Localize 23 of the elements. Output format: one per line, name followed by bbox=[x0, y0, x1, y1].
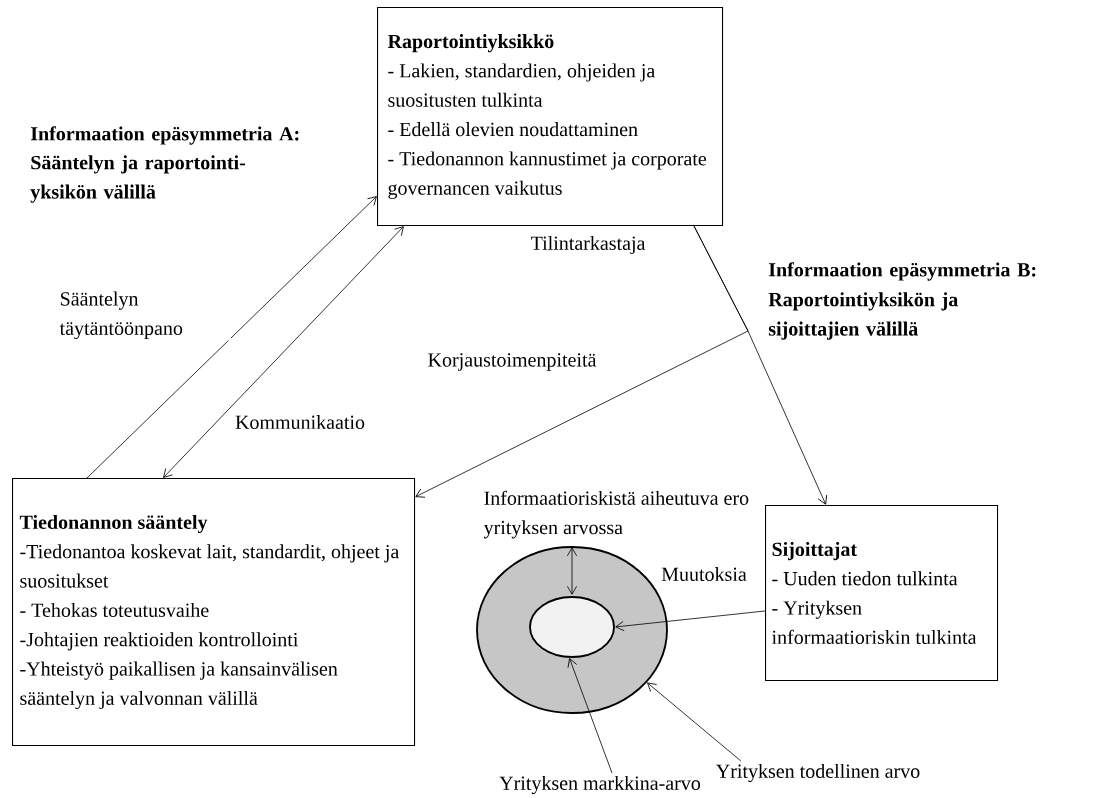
leader-line bbox=[567, 658, 613, 774]
edge-label: Informaatioriskistä aiheutuva ero yrityksen arvossa bbox=[482, 489, 761, 540]
leader-line bbox=[647, 682, 742, 762]
edge-label: Muutoksia bbox=[659, 565, 749, 583]
arrow bbox=[615, 610, 766, 632]
process-box: Tiedonannon sääntely -Tiedonantoa koskevat lait, standardit, ohjeet ja suositukset - Tehokas toteutusvaihe -Johtajien reaktioiden kontrollointi -Yhteistyö paikallisen ja kansainvälisen sääntelyn ja valvonnan välillä bbox=[12, 478, 416, 747]
edge-label: Tilintarkastaja bbox=[529, 234, 647, 256]
process-box: Raportointiyksikkö - Lakien, standardien, ohjeiden ja suositusten tulkinta - Edellä olevien noudattaminen - Tiedonannon kannustimet ja corporate governancen vaikutus bbox=[377, 7, 724, 227]
double-arrow bbox=[566, 547, 578, 595]
arrow bbox=[86, 196, 377, 479]
heading-text: Informaation epäsymmetria B: bbox=[768, 262, 1036, 281]
edge-label: Korjaustoimenpiteitä bbox=[426, 351, 598, 373]
process-box: Sijoittajat - Uuden tiedon tulkinta - Yrityksen informaatioriskin tulkinta bbox=[765, 505, 999, 682]
heading-text: Sääntelyn ja raportointi-yksikön välillä bbox=[30, 155, 246, 203]
annotation-text: Yrityksen markkina-arvo bbox=[499, 775, 701, 795]
annotation-text: Yrityksen todellinen arvo bbox=[716, 763, 920, 783]
inner-ellipse bbox=[529, 596, 615, 658]
heading-text: Informaation epäsymmetria A: bbox=[30, 126, 299, 145]
arrow bbox=[163, 226, 404, 478]
edge-label: Sääntelyn täytäntöönpano bbox=[58, 290, 231, 341]
heading-text: Raportointiyksikön ja sijoittajien välillä bbox=[768, 292, 958, 340]
edge-label: Kommunikaatio bbox=[233, 413, 367, 431]
arrow bbox=[415, 225, 749, 498]
